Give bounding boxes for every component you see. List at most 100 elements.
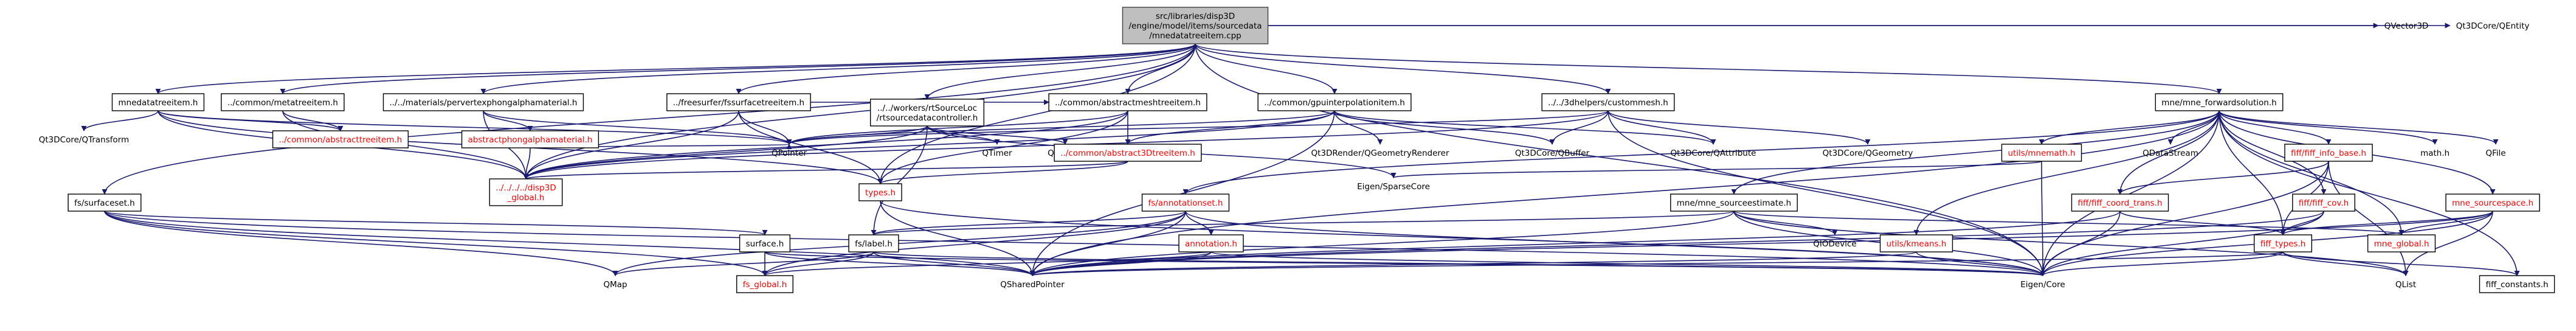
edge-line [1733,211,1838,235]
node-label: QPointer [772,148,807,158]
node-mne-sourcespace-h[interactable]: mne_sourcespace.h [2445,193,2540,212]
edge-line [764,251,1035,276]
node-box [2071,193,2169,212]
edge-line [1195,43,2222,94]
edge-line [1913,110,2220,235]
node-fiff-types-h[interactable]: fiff_types.h [2254,234,2312,253]
node-fs-global-h[interactable]: fs_global.h [736,275,793,293]
node-rtsourcedata-h[interactable]: ../../workers/rtSourceLoc/rtsourcedataco… [869,99,985,127]
node-abstractphong-h[interactable]: abstractphongalphamaterial.h [461,130,599,148]
node-annotationset-h[interactable]: fs/annotationset.h [1141,193,1230,212]
edge-mne-forwardsolution-h-to-annotationset-h [1183,110,2220,195]
node-QEntity: Qt3DCore/QEntity [2456,21,2530,31]
edge-mne-forwardsolution-h-to-QFile [2219,110,2499,145]
node-fiff-info-base-h[interactable]: fiff/fiff_info_base.h [2284,144,2373,162]
node-label: fs/label.h [855,239,893,249]
node-fiff-constants-h[interactable]: fiff_constants.h [2479,275,2555,293]
edge-root-to-mne-forwardsolution-h [1195,43,2222,94]
node-label: fs/annotationset.h [1148,198,1223,208]
edge-mne-forwardsolution-h-to-math-h [2219,110,2438,145]
node-surfaceset-h[interactable]: fs/surfaceset.h [67,193,142,212]
edge-line [104,211,768,276]
node-types-h[interactable]: types.h [858,183,902,201]
node-box [489,178,563,206]
node-gpuinterp-h[interactable]: ../common/gpuinterpolationitem.h [1257,93,1412,111]
edge-root-to-rtsourcedata-h [924,43,1196,100]
node-disp3d-global-h[interactable]: ../../../../disp3D_global.h [489,178,563,206]
edge-gpuinterp-h-to-QBuffer [1334,110,1555,145]
node-abstractmeshtreeitem-h[interactable]: ../common/abstractmeshtreeitem.h [1048,93,1207,111]
node-QGeometry: Qt3DCore/QGeometry [1823,148,1913,158]
node-box [382,93,584,111]
edge-line [1029,211,1735,276]
node-abstract3Dtreeitem-h[interactable]: ../common/abstract3Dtreeitem.h [1054,144,1202,162]
edge-label-h-to-fs-global-h [762,251,874,276]
node-pervertexphong-h[interactable]: ../../materials/pervertexphongalphamater… [382,93,584,111]
node-fiff-coord-trans-h[interactable]: fiff/fiff_coord_trans.h [2071,193,2169,212]
node-annotation-h[interactable]: annotation.h [1178,234,1244,253]
node-label: fiff_types.h [2260,239,2306,249]
edge-line [523,110,739,179]
node-metatreeitem-h[interactable]: ../common/metatreeitem.h [221,93,345,111]
node-box [739,234,791,253]
node-label: mne_global.h [2374,239,2429,249]
edge-mne-forwardsolution-h-to-fiff-cov-h [2219,110,2327,195]
edge-metatreeitem-h-to-abstracttreeitem-h [282,110,344,131]
edge-freesurfer-h-to-disp3d-global-h [523,110,739,179]
edge-root-to-disp3d-global-h [523,43,1196,179]
node-utils-mnemath-h[interactable]: utils/mnemath.h [2001,144,2082,162]
edge-mne-sourceestimate-h-to-QList [1733,211,2409,276]
node-box [2284,144,2373,162]
node-mne-forwardsolution-h[interactable]: mne/mne_forwardsolution.h [2155,93,2284,111]
edge-pervertexphong-h-to-abstractphong-h [483,110,533,131]
edge-surfaceset-h-to-QMap [104,211,618,276]
edge-line [2040,161,2329,276]
node-root[interactable]: src/libraries/disp3D/engine/model/items/… [1122,7,1269,44]
node-label-h[interactable]: fs/label.h [848,234,899,253]
edge-line [1183,110,2220,195]
edge-utils-kmeans-h-to-QSharedPointer [1030,251,1917,276]
edge-line [2040,110,2220,276]
node-mnedatatreeitem-h[interactable]: mnedatatreeitem.h [111,93,205,111]
edge-line [2403,211,2493,276]
edge-line [2219,110,2327,195]
edge-line [2328,161,2409,276]
edge-line [924,43,1196,100]
node-QSharedPointer: QSharedPointer [1000,280,1065,290]
node-label: types.h [865,188,896,198]
node-mne-sourceestimate-h[interactable]: mne/mne_sourceestimate.h [1670,193,1798,212]
edge-line [1334,110,1716,145]
node-QList: QList [2395,280,2416,290]
node-utils-kmeans-h[interactable]: utils/kmeans.h [1879,234,1953,253]
node-box [461,130,599,148]
edge-surfaceset-h-to-fs-global-h [104,211,768,276]
edge-root-to-custommesh-h [1195,43,1611,94]
node-freesurfer-h[interactable]: ../freesurfer/fssurfacetreeitem.h [666,93,811,111]
edge-fiff-types-h-to-fiff-constants-h [2282,251,2520,276]
node-label: mne_sourcespace.h [2452,198,2533,208]
node-box [2254,234,2312,253]
node-surface-h[interactable]: surface.h [739,234,791,253]
edge-line [1185,211,1214,235]
edge-line [2398,211,2493,235]
edge-line [877,43,1196,184]
node-abstracttreeitem-h[interactable]: ../common/abstracttreeitem.h [272,130,409,148]
node-box [2155,93,2284,111]
edge-mne-sourcespace-h-to-QList [2403,211,2493,276]
edge-mnedatatreeitem-h-to-QTransform [81,110,159,131]
node-fiff-cov-h[interactable]: fiff/fiff_cov.h [2292,193,2355,212]
node-mne-global-h[interactable]: mne_global.h [2367,234,2436,253]
edge-line [1607,110,2046,276]
edge-line [786,110,1609,145]
edge-line [738,110,883,184]
node-label: Qt3DCore/QBuffer [1515,148,1590,158]
node-QFile: QFile [2485,148,2505,158]
edges-layer [81,23,2520,276]
node-label: /engine/model/items/sourcedata [1128,21,1262,31]
node-custommesh-h[interactable]: ../../3dhelpers/custommesh.h [1541,93,1675,111]
edge-line [1916,251,2046,276]
node-eigen-core: Eigen/Core [2020,280,2065,290]
edge-line [2040,211,2324,276]
edge-line [2282,251,2409,276]
edge-fiff-info-base-h-to-eigen-core [2040,161,2329,276]
